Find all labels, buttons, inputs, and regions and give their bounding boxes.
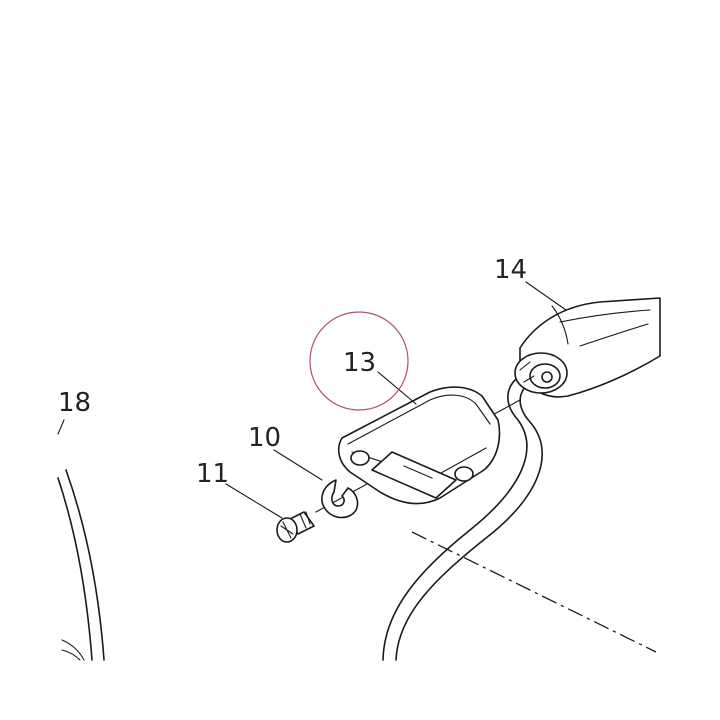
callout-18: 18 [58,388,91,418]
part-18-housing [57,419,105,661]
callout-14: 14 [494,255,527,285]
part-10-clip [321,479,359,519]
leader-11 [225,483,283,519]
bracket-hole-left [350,450,370,466]
callout-11: 11 [196,459,229,489]
part-11-screw [276,511,315,543]
leader-18 [57,419,65,435]
callout-13: 13 [343,348,376,378]
part-13-bracket [337,386,501,505]
bracket-hole-right [454,466,474,482]
lamp-terminal [541,371,553,383]
leader-14 [525,281,567,311]
callout-10: 10 [248,423,281,453]
leader-13 [377,371,417,405]
highlight-circle-13 [309,311,409,411]
part-14-lamp [514,297,661,398]
assembly-axis [411,531,657,653]
leader-10 [273,449,323,481]
cable [382,371,543,661]
